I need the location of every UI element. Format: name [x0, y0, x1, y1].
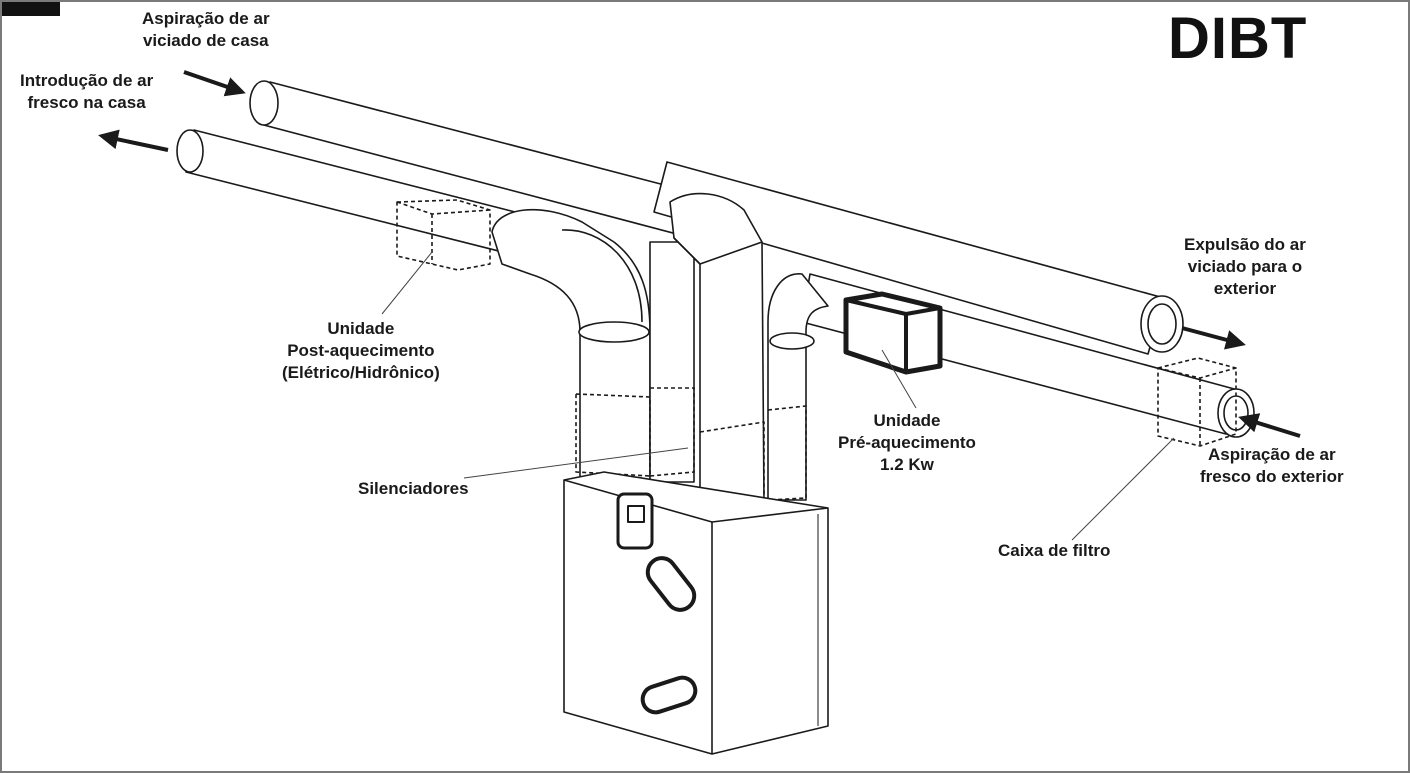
leader-silencers: [463, 447, 689, 479]
label-pre-heating: Unidade Pré-aquecimento 1.2 Kw: [838, 411, 976, 474]
leader-post-heating: [381, 251, 433, 315]
arrow-expulsion-outside: [1181, 326, 1246, 350]
arrow-exhaust-from-house: [183, 70, 246, 97]
label-filter-box: Caixa de filtro: [998, 541, 1111, 560]
label-fresh-into-house: Introdução de ar fresco na casa: [20, 71, 154, 112]
label-expulsion-outside: Expulsão do ar viciado para o exterior: [1184, 235, 1306, 298]
label-silencers: Silenciadores: [358, 479, 469, 498]
pipe-expulsion-to-exterior: [653, 161, 1184, 355]
leader-pre-heating: [881, 349, 917, 409]
elbow-intake: [767, 273, 829, 501]
label-exhaust-from-house: Aspiração de ar viciado de casa: [142, 9, 270, 50]
pre-heating-unit-box: [843, 291, 943, 375]
pipe-middle-vertical: [649, 241, 695, 483]
leader-filter-box: [1071, 437, 1175, 541]
arrow-fresh-into-house: [98, 129, 169, 152]
brand-logo: DIBT: [1168, 6, 1308, 71]
post-heating-unit-box: [396, 199, 491, 271]
corner-tab: [2, 2, 60, 16]
label-intake-from-outside: Aspiração de ar fresco do exterior: [1200, 445, 1344, 486]
label-post-heating: Unidade Post-aquecimento (Elétrico/Hidrô…: [282, 319, 440, 382]
pipe-fresh-into-house: [176, 129, 563, 265]
arrow-intake-from-outside: [1238, 413, 1301, 438]
ventilation-unit: [563, 471, 829, 755]
filter-box: [1157, 357, 1237, 447]
elbow-left: [491, 208, 651, 483]
